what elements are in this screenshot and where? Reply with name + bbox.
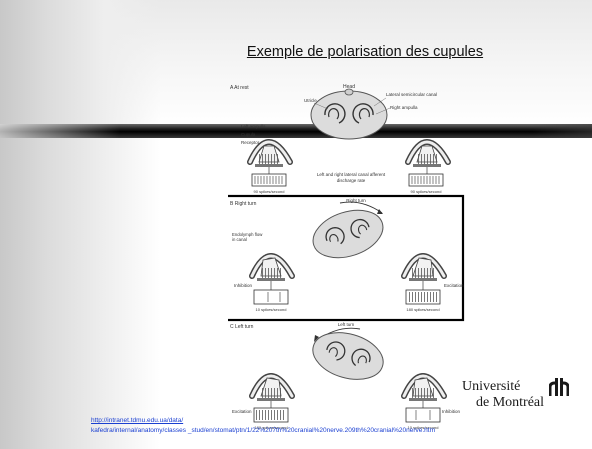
header-divider-band — [0, 124, 592, 138]
panel-b-left-spike-train: 10 spikes/second — [253, 289, 289, 312]
universite-de-montreal-logo: Université de Montréal — [462, 378, 574, 412]
panel-c-right-ampulla — [401, 373, 447, 409]
slide-title: Exemple de polarisation des cupules — [246, 44, 484, 60]
lateral-canal-label: Lateral semicircular canal — [386, 92, 437, 97]
left-gradient — [0, 0, 160, 449]
panel-a-left-spike-train: 90 spikes/second — [251, 173, 287, 194]
panel-a-left-rate: 90 spikes/second — [254, 189, 285, 194]
panel-a-right-ampulla — [405, 139, 451, 175]
panel-c-head-icon — [312, 332, 384, 380]
cupula-polarisation-figure: A At rest Head Utricle Lateral semicircu… — [228, 82, 478, 434]
panel-b-head-icon — [312, 209, 384, 259]
panel-a-right-spike-train: 90 spikes/second — [408, 173, 444, 194]
logo-line-1: Université — [462, 379, 521, 394]
panel-c-left-ampulla — [249, 373, 295, 409]
panel-b-right-ampulla — [401, 253, 447, 291]
cupula-label: Cupula — [241, 132, 256, 137]
panel-a-right-rate: 90 spikes/second — [411, 189, 442, 194]
endolymph-label: Endolymph flow in canal — [232, 232, 263, 242]
panel-c-right-rate: 10 spikes/second — [408, 425, 439, 430]
left-ampulla-label: Left ampulla — [241, 124, 266, 129]
source-path: kafedra/internal/anatomy/classes _stud/e… — [91, 427, 435, 434]
panel-a-head-icon — [310, 88, 388, 140]
panel-a-head-label: Head — [343, 84, 355, 90]
panel-b-tag: B Right turn — [230, 201, 257, 207]
panel-c-tag: C Left turn — [230, 324, 254, 330]
panel-b-left-rate: 10 spikes/second — [256, 307, 287, 312]
panel-c-left-rate: 180 spikes/second — [254, 425, 287, 430]
panel-c-right-spike-train: 10 spikes/second — [405, 407, 441, 430]
right-ampulla-label: Right ampulla — [390, 105, 418, 110]
panel-c-left-effect: Excitation — [232, 409, 252, 414]
band-right-cap — [532, 124, 592, 138]
panel-b-right-rate: 180 spikes/second — [406, 307, 439, 312]
panel-c-left-spike-train: 180 spikes/second — [253, 407, 289, 430]
panel-b-right-spike-train: 180 spikes/second — [405, 289, 441, 312]
panel-a-caption: Left and right lateral canal afferent di… — [316, 172, 386, 183]
panel-c-right-effect: Inhibition — [442, 409, 461, 414]
source-link[interactable]: http://intranet.tdmu.edu.ua/data/ — [91, 417, 184, 424]
panel-c-turn-label: Left turn — [338, 322, 355, 327]
panel-a-tag: A At rest — [230, 85, 249, 91]
panel-b-left-ampulla — [249, 253, 295, 291]
panel-b-turn-label: Right turn — [346, 198, 366, 203]
panel-b-left-effect: Inhibition — [234, 283, 253, 288]
panel-a-left-ampulla — [247, 139, 293, 175]
university-emblem-icon — [549, 378, 569, 396]
panel-c-left-turn: C Left turn Left turn — [230, 322, 461, 430]
receptor-cell-label: Receptor cell — [241, 140, 267, 145]
utricle-label: Utricle — [304, 98, 317, 103]
band-fade — [0, 124, 120, 138]
logo-line-2: de Montréal — [476, 395, 545, 410]
panel-a-at-rest: A At rest Head Utricle Lateral semicircu… — [230, 84, 451, 194]
panel-b-right-effect: Excitation — [444, 283, 464, 288]
panel-b-right-turn: B Right turn Right turn Endolymph flow i… — [228, 194, 465, 322]
